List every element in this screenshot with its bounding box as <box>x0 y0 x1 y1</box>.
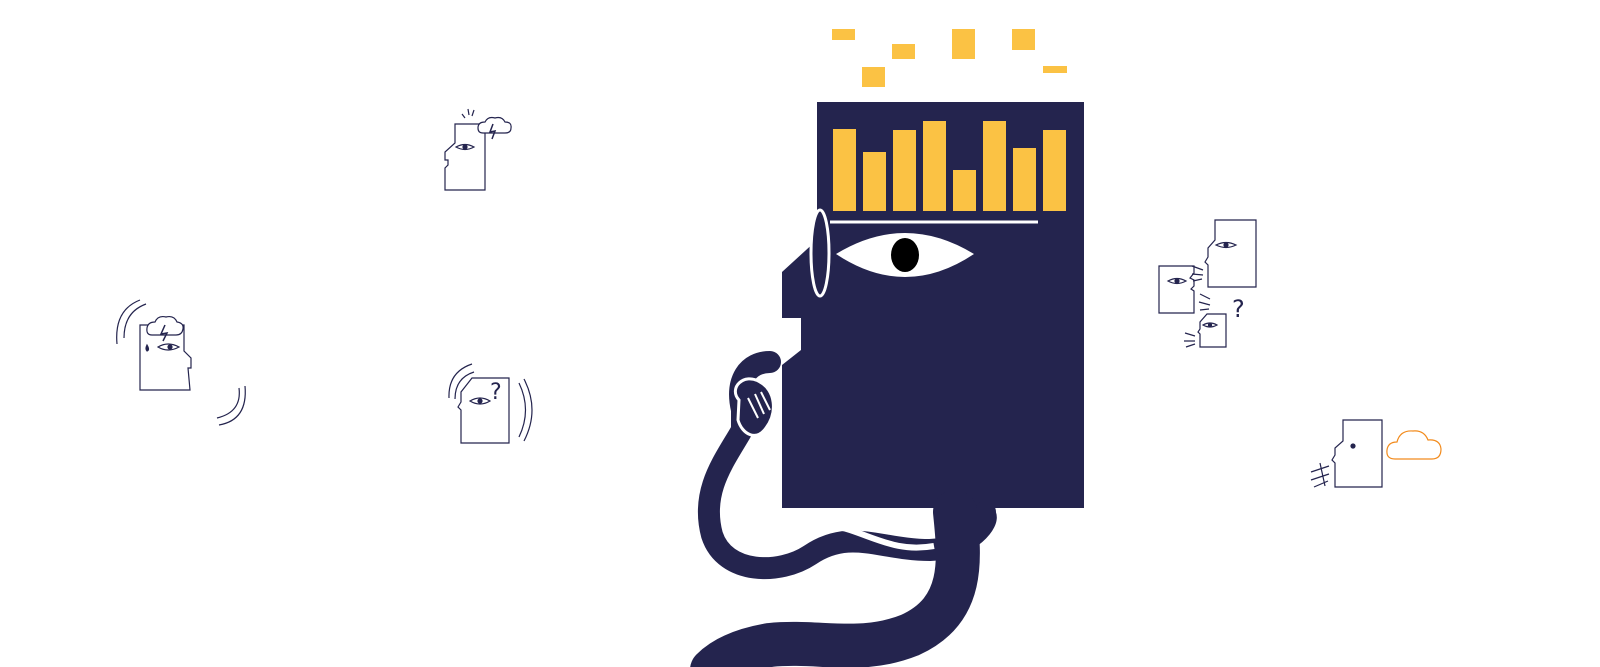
floating-square <box>1012 29 1035 50</box>
cable-lower <box>690 490 980 667</box>
headphone-cup <box>809 208 831 298</box>
eye-icon <box>454 143 476 151</box>
bar <box>1013 148 1036 211</box>
bar <box>893 130 916 211</box>
small-head-group-medium <box>1158 265 1211 314</box>
floating-square <box>832 29 855 40</box>
sound-wave-icon <box>448 363 473 399</box>
bar <box>833 129 856 211</box>
head-silhouette <box>782 102 1084 508</box>
eye-icon <box>468 397 492 405</box>
bar-chart-icon <box>833 121 1066 211</box>
headphone-plug <box>733 377 775 437</box>
sound-wave-icon <box>461 108 475 119</box>
small-head-cloud <box>1310 419 1442 488</box>
floating-squares <box>832 29 1067 87</box>
eye-icon <box>836 233 974 277</box>
sound-wave-icon <box>1198 293 1211 311</box>
tear-drop <box>145 343 150 352</box>
small-head-group: ? <box>1158 219 1257 348</box>
small-head-group-small <box>1184 313 1227 348</box>
sound-wave-icon <box>1310 462 1330 488</box>
sound-wave-icon <box>1184 332 1196 348</box>
bar <box>983 121 1006 211</box>
floating-square <box>862 67 885 87</box>
storm-cloud-icon <box>477 116 512 140</box>
floating-square <box>952 29 975 59</box>
question-mark-icon: ? <box>490 380 502 405</box>
bar <box>953 170 976 211</box>
small-head-question: ? <box>448 363 533 444</box>
small-head-group-large <box>1191 219 1257 288</box>
cloud-icon <box>1386 430 1442 460</box>
floating-square <box>1043 66 1067 73</box>
bar <box>1043 130 1066 211</box>
sound-wave-icon <box>518 382 527 438</box>
floating-square <box>892 44 915 59</box>
central-head <box>690 29 1084 667</box>
question-mark-icon: ? <box>1232 295 1245 323</box>
cable-strand <box>782 523 935 553</box>
bar <box>923 121 946 211</box>
eye-icon <box>156 343 181 351</box>
eye-icon <box>1350 443 1356 449</box>
sound-wave-icon <box>216 387 240 419</box>
storm-cloud-icon <box>146 315 184 342</box>
small-head-storm-top <box>444 108 512 191</box>
small-head-storm-left <box>116 299 246 426</box>
sound-wave-icon <box>123 303 147 339</box>
bar <box>863 152 886 211</box>
